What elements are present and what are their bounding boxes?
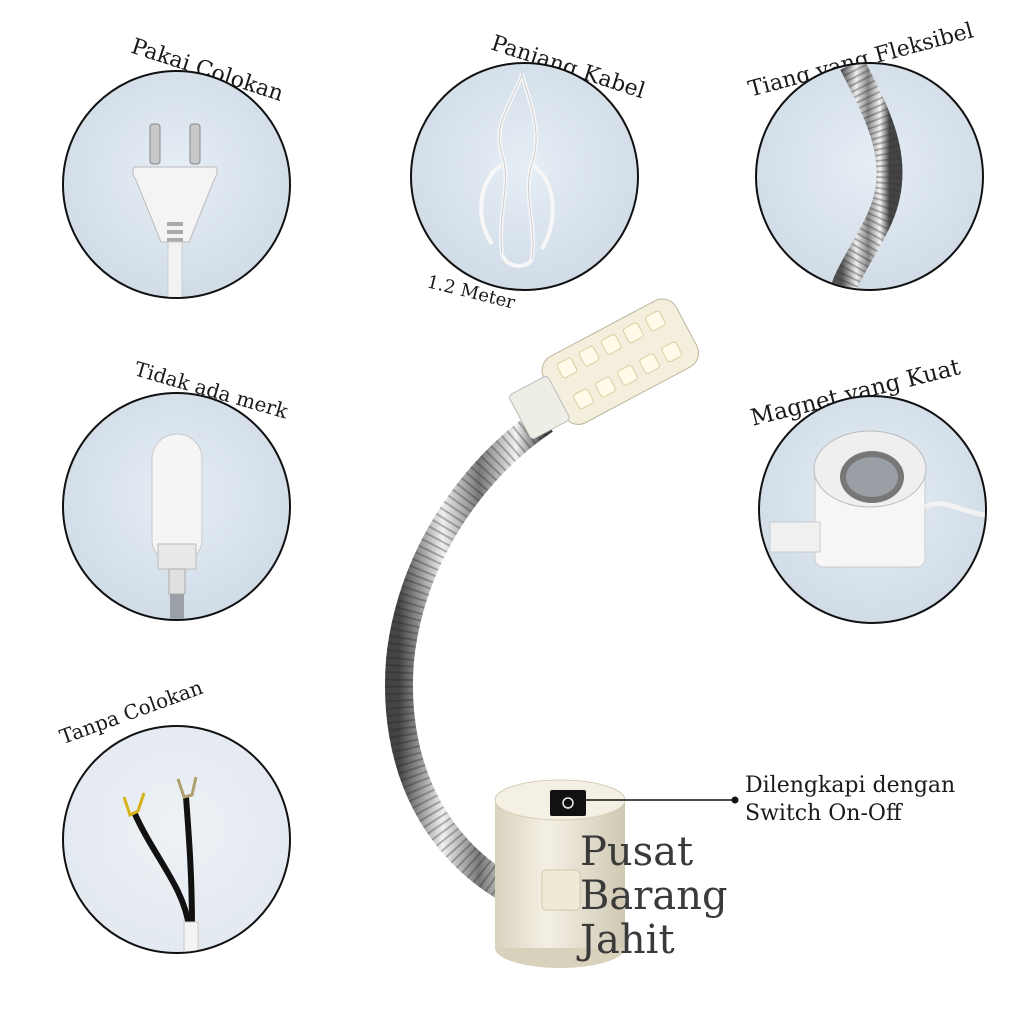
- nobrand-photo: [62, 392, 291, 621]
- lamp-head-icon: [151, 433, 203, 619]
- bare-wires-icon: [122, 776, 199, 952]
- gooseneck-icon: [829, 64, 903, 289]
- magnet-base-icon: [769, 430, 985, 568]
- flex-photo: [755, 62, 984, 291]
- switch-note-line2: Switch On-Off: [745, 801, 902, 826]
- switch-note-line1: Dilengkapi dengan: [745, 773, 956, 798]
- brand-line3: Jahit: [580, 917, 675, 963]
- switch-note: Dilengkapi dengan Switch On-Off: [745, 772, 955, 828]
- brand-line1: Pusat: [580, 829, 694, 875]
- brand-line2: Barang: [580, 873, 728, 919]
- plug-icon: [132, 123, 218, 297]
- coiled-cable-icon: [479, 73, 555, 268]
- noplug-photo: [62, 725, 291, 954]
- cable-photo: [410, 62, 639, 291]
- brand-watermark: Pusat Barang Jahit: [580, 830, 728, 962]
- magnet-photo: [758, 395, 987, 624]
- plug-photo: [62, 70, 291, 299]
- on-off-switch: [550, 790, 586, 816]
